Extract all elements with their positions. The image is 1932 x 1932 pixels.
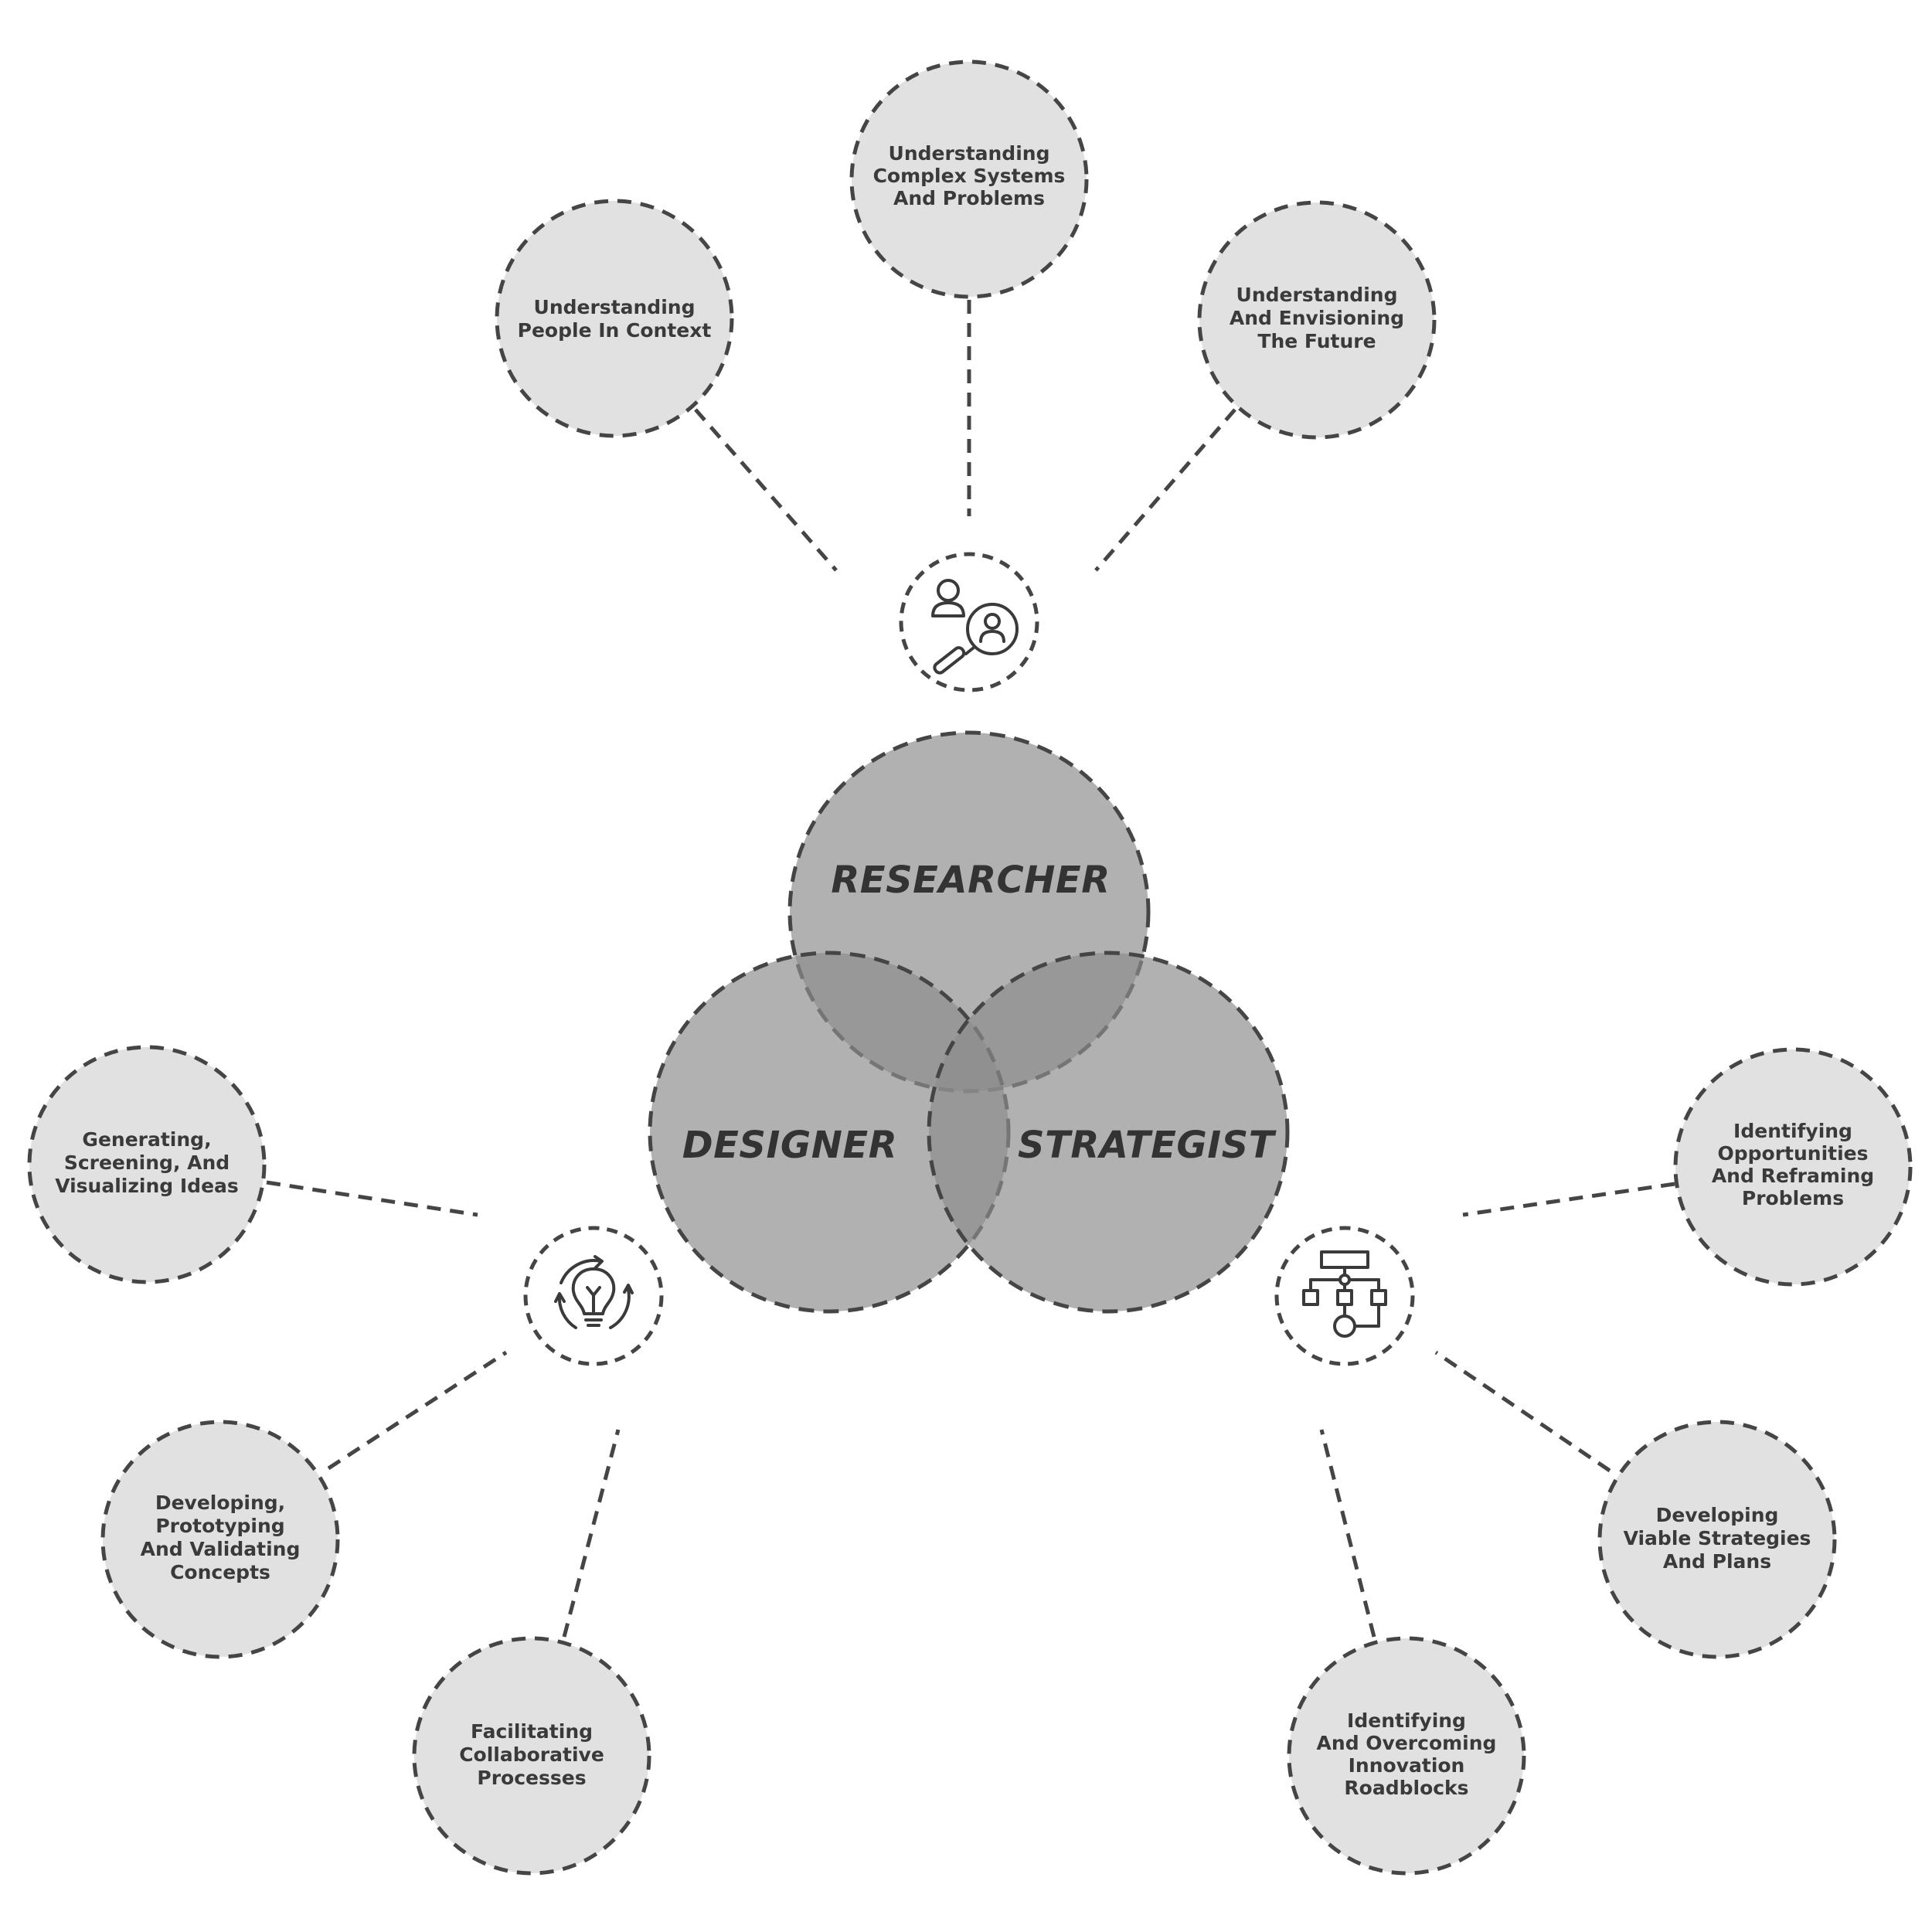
strategist-node-viable-strategies: Developing Viable Strategies And Plans	[1597, 1420, 1837, 1659]
node-label-line: Innovation	[1349, 1754, 1465, 1777]
role-label-strategist: STRATEGIST	[1018, 1124, 1277, 1167]
researcher-node-complex-systems: Understanding Complex Systems And Proble…	[849, 60, 1089, 299]
node-label-line: Visualizing Ideas	[55, 1175, 239, 1197]
strategist-node-opportunities: Identifying Opportunities And Reframing …	[1673, 1047, 1913, 1287]
node-label-line: Concepts	[170, 1561, 270, 1583]
node-label-line: Collaborative	[459, 1743, 604, 1766]
node-label-line: Processes	[477, 1767, 586, 1789]
node-circle	[1287, 1636, 1526, 1876]
connector-people-in-context	[694, 408, 838, 572]
role-label-designer: DESIGNER	[682, 1124, 897, 1167]
node-label-line: And Problems	[893, 187, 1045, 209]
designer-node-prototyping: Developing, Prototyping And Validating C…	[100, 1420, 340, 1659]
role-label-researcher: RESEARCHER	[831, 859, 1110, 902]
node-label-line: Viable Strategies	[1624, 1527, 1811, 1549]
node-label-line: And Validating	[141, 1538, 301, 1560]
node-label-line: Identifying	[1733, 1120, 1852, 1142]
connectors	[266, 300, 1675, 1638]
venn-circle-strategist	[927, 951, 1290, 1314]
node-circle	[100, 1420, 340, 1659]
connector-generating-ideas	[266, 1180, 478, 1217]
node-label-line: Understanding	[1236, 284, 1398, 306]
node-circle	[849, 60, 1089, 299]
node-label-line: Prototyping	[155, 1515, 284, 1537]
hub-designer	[523, 1226, 664, 1366]
connector-opportunities	[1462, 1182, 1675, 1217]
node-circle	[1597, 1420, 1837, 1659]
node-label-line: Opportunities	[1717, 1142, 1868, 1165]
node-circle	[27, 1045, 267, 1284]
node-label-line: Screening, And	[64, 1151, 230, 1174]
node-label-line: Developing	[1656, 1504, 1779, 1526]
people-search-icon	[931, 579, 1019, 675]
researcher-node-envisioning-future: Understanding And Envisioning The Future	[1197, 200, 1437, 440]
node-circle	[412, 1636, 651, 1876]
venn-diagram: RESEARCHER DESIGNER STRATEGIST	[648, 730, 1290, 1314]
node-label-line: Complex Systems	[873, 165, 1066, 187]
node-label-line: And Envisioning	[1230, 307, 1404, 329]
node-label-line: And Overcoming	[1317, 1732, 1497, 1754]
node-circle	[495, 199, 734, 438]
node-label-line: Roadblocks	[1344, 1777, 1468, 1799]
node-label-line: Understanding	[889, 142, 1050, 165]
node-label-line: Facilitating	[471, 1720, 593, 1743]
node-label-line: The Future	[1257, 330, 1376, 352]
connector-envisioning-future	[1094, 408, 1236, 572]
node-label-line: People In Context	[518, 319, 712, 342]
lightbulb-cycle-icon	[554, 1255, 634, 1329]
hub-strategist	[1274, 1226, 1415, 1366]
node-label-line: Generating,	[82, 1128, 211, 1151]
hub-circle-strategist	[1274, 1226, 1415, 1366]
node-circle	[1673, 1047, 1913, 1287]
node-label-line: Developing,	[155, 1492, 285, 1514]
connector-roadblocks	[1319, 1429, 1376, 1638]
node-label-line: Understanding	[534, 296, 696, 318]
connector-prototyping	[327, 1350, 508, 1471]
node-label-line: And Plans	[1663, 1550, 1771, 1573]
flowchart-icon	[1302, 1250, 1387, 1338]
node-label-line: Problems	[1742, 1187, 1844, 1209]
researcher-node-people-in-context: Understanding People In Context	[495, 199, 734, 438]
connector-collaborative	[562, 1429, 621, 1638]
hub-researcher	[899, 552, 1039, 692]
node-label-line: Identifying	[1347, 1709, 1466, 1732]
node-label-line: And Reframing	[1712, 1165, 1874, 1187]
designer-node-collaborative: Facilitating Collaborative Processes	[412, 1636, 651, 1876]
node-circle	[1197, 200, 1437, 440]
designer-node-generating-ideas: Generating, Screening, And Visualizing I…	[27, 1045, 267, 1284]
connector-viable-strategies	[1434, 1350, 1611, 1473]
strategist-node-roadblocks: Identifying And Overcoming Innovation Ro…	[1287, 1636, 1526, 1876]
